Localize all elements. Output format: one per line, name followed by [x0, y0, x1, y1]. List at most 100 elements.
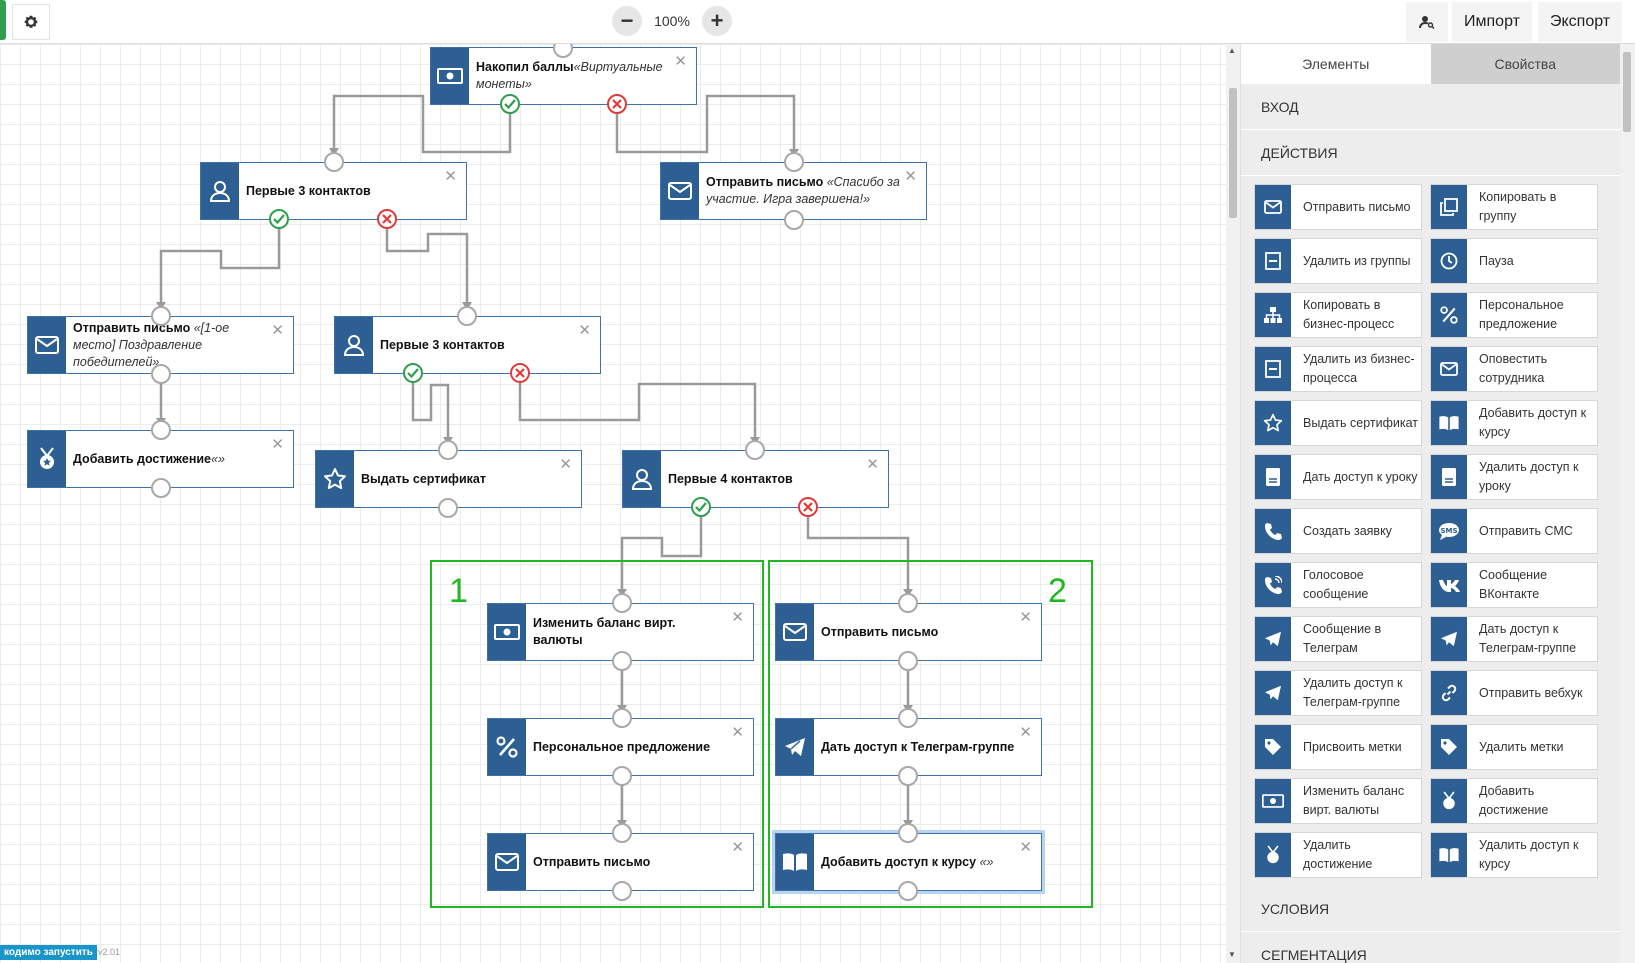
panel-scrollbar[interactable]: [1620, 44, 1635, 963]
no-branch-port[interactable]: [510, 363, 530, 383]
node-title: Первые 3 контактов: [380, 337, 505, 352]
node-input-port[interactable]: [151, 420, 171, 440]
export-button[interactable]: Экспорт: [1538, 2, 1623, 42]
close-icon[interactable]: ✕: [1019, 724, 1032, 741]
action-notify-employee[interactable]: Оповестить сотрудника: [1430, 346, 1598, 392]
status-badge[interactable]: кодимо запустить: [0, 945, 97, 960]
node-output-port[interactable]: [612, 881, 632, 901]
action-create-request[interactable]: Создать заявку: [1254, 508, 1422, 554]
close-icon[interactable]: ✕: [866, 456, 879, 473]
zoom-in-button[interactable]: +: [702, 6, 732, 36]
cross-icon: [382, 214, 392, 224]
section-conditions[interactable]: УСЛОВИЯ: [1241, 886, 1620, 932]
yes-branch-port[interactable]: [500, 94, 520, 114]
close-icon[interactable]: ✕: [444, 168, 457, 185]
node-note: «[1-ое место] Поздравление победителей»: [73, 320, 230, 369]
node-output-port[interactable]: [612, 766, 632, 786]
action-remove-tags[interactable]: Удалить метки: [1430, 724, 1598, 770]
action-issue-certificate[interactable]: Выдать сертификат: [1254, 400, 1422, 446]
action-remove-course-access[interactable]: Удалить доступ к курсу: [1430, 832, 1598, 878]
close-icon[interactable]: ✕: [271, 436, 284, 453]
zoom-out-button[interactable]: −: [612, 6, 642, 36]
close-icon[interactable]: ✕: [1019, 609, 1032, 626]
node-input-port[interactable]: [784, 152, 804, 172]
close-icon[interactable]: ✕: [578, 322, 591, 339]
close-icon[interactable]: ✕: [731, 839, 744, 856]
node-input-port[interactable]: [745, 440, 765, 460]
node-title: Добавить доступ к курсу: [821, 854, 977, 869]
yes-branch-port[interactable]: [269, 209, 289, 229]
action-send-email[interactable]: Отправить письмо: [1254, 184, 1422, 230]
action-grant-lesson-access[interactable]: Дать доступ к уроку: [1254, 454, 1422, 500]
section-input[interactable]: ВХОД: [1241, 84, 1620, 130]
node-input-port[interactable]: [612, 823, 632, 843]
action-remove-achievement[interactable]: Удалить достижение: [1254, 832, 1422, 878]
scroll-up-icon[interactable]: ▲: [1228, 46, 1236, 55]
action-add-achievement[interactable]: Добавить достижение: [1430, 778, 1598, 824]
close-icon[interactable]: ✕: [731, 609, 744, 626]
flow-node[interactable]: Первые 3 контактов ✕: [334, 316, 601, 374]
no-branch-port[interactable]: [377, 209, 397, 229]
no-branch-port[interactable]: [798, 497, 818, 517]
close-icon[interactable]: ✕: [731, 724, 744, 741]
scrollbar-thumb[interactable]: [1229, 88, 1237, 218]
close-icon[interactable]: ✕: [1019, 839, 1032, 856]
cross-icon: [515, 368, 525, 378]
action-add-course-access[interactable]: Добавить доступ к курсу: [1430, 400, 1598, 446]
node-input-port[interactable]: [898, 708, 918, 728]
node-input-port[interactable]: [898, 593, 918, 613]
node-output-port[interactable]: [438, 498, 458, 518]
node-input-port[interactable]: [438, 440, 458, 460]
action-remove-telegram-group[interactable]: Удалить доступ к Телеграм-группе: [1254, 670, 1422, 716]
node-input-port[interactable]: [553, 44, 573, 58]
action-vk-message[interactable]: Сообщение ВКонтакте: [1430, 562, 1598, 608]
action-voice-message[interactable]: Голосовое сообщение: [1254, 562, 1422, 608]
close-icon[interactable]: ✕: [559, 456, 572, 473]
user-search-button[interactable]: [1406, 2, 1448, 42]
yes-branch-port[interactable]: [403, 363, 423, 383]
flow-node[interactable]: Накопил баллы«Виртуальные монеты» ✕: [430, 47, 697, 105]
node-output-port[interactable]: [151, 364, 171, 384]
section-segmentation[interactable]: СЕГМЕНТАЦИЯ: [1241, 932, 1620, 963]
action-send-webhook[interactable]: Отправить вебхук: [1430, 670, 1598, 716]
node-input-port[interactable]: [151, 306, 171, 326]
yes-branch-port[interactable]: [691, 497, 711, 517]
node-output-port[interactable]: [898, 881, 918, 901]
no-branch-port[interactable]: [607, 94, 627, 114]
node-input-port[interactable]: [324, 152, 344, 172]
node-output-port[interactable]: [784, 210, 804, 230]
action-change-balance[interactable]: Изменить баланс вирт. валюты: [1254, 778, 1422, 824]
action-remove-lesson-access[interactable]: Удалить доступ к уроку: [1430, 454, 1598, 500]
action-pause[interactable]: Пауза: [1430, 238, 1598, 284]
scroll-down-icon[interactable]: ▼: [1228, 950, 1236, 959]
flow-canvas[interactable]: 1 2 Накопил баллы«Виртуальные монеты» ✕ …: [0, 44, 1226, 963]
node-input-port[interactable]: [898, 823, 918, 843]
action-remove-from-group[interactable]: Удалить из группы: [1254, 238, 1422, 284]
node-input-port[interactable]: [612, 708, 632, 728]
close-icon[interactable]: ✕: [271, 322, 284, 339]
tab-elements[interactable]: Элементы: [1241, 44, 1431, 84]
action-personal-offer[interactable]: Персональное предложение: [1430, 292, 1598, 338]
action-grant-telegram-group[interactable]: Дать доступ к Телеграм-группе: [1430, 616, 1598, 662]
status-strip: [0, 0, 6, 40]
action-copy-to-group[interactable]: Копировать в группу: [1430, 184, 1598, 230]
action-assign-tags[interactable]: Присвоить метки: [1254, 724, 1422, 770]
tab-properties[interactable]: Свойства: [1430, 44, 1620, 84]
close-icon[interactable]: ✕: [674, 53, 687, 70]
import-button[interactable]: Импорт: [1452, 2, 1532, 42]
node-output-port[interactable]: [898, 651, 918, 671]
section-actions[interactable]: ДЕЙСТВИЯ: [1241, 130, 1620, 176]
canvas-scrollbar[interactable]: ▲ ▼: [1226, 44, 1240, 963]
action-remove-from-process[interactable]: Удалить из бизнес-процесса: [1254, 346, 1422, 392]
scrollbar-thumb[interactable]: [1623, 52, 1631, 132]
node-input-port[interactable]: [457, 306, 477, 326]
settings-button[interactable]: [12, 4, 50, 40]
action-telegram-message[interactable]: Сообщение в Телеграм: [1254, 616, 1422, 662]
action-copy-to-process[interactable]: Копировать в бизнес-процесс: [1254, 292, 1422, 338]
node-output-port[interactable]: [612, 651, 632, 671]
node-input-port[interactable]: [612, 593, 632, 613]
close-icon[interactable]: ✕: [904, 168, 917, 185]
node-output-port[interactable]: [151, 478, 171, 498]
node-output-port[interactable]: [898, 766, 918, 786]
